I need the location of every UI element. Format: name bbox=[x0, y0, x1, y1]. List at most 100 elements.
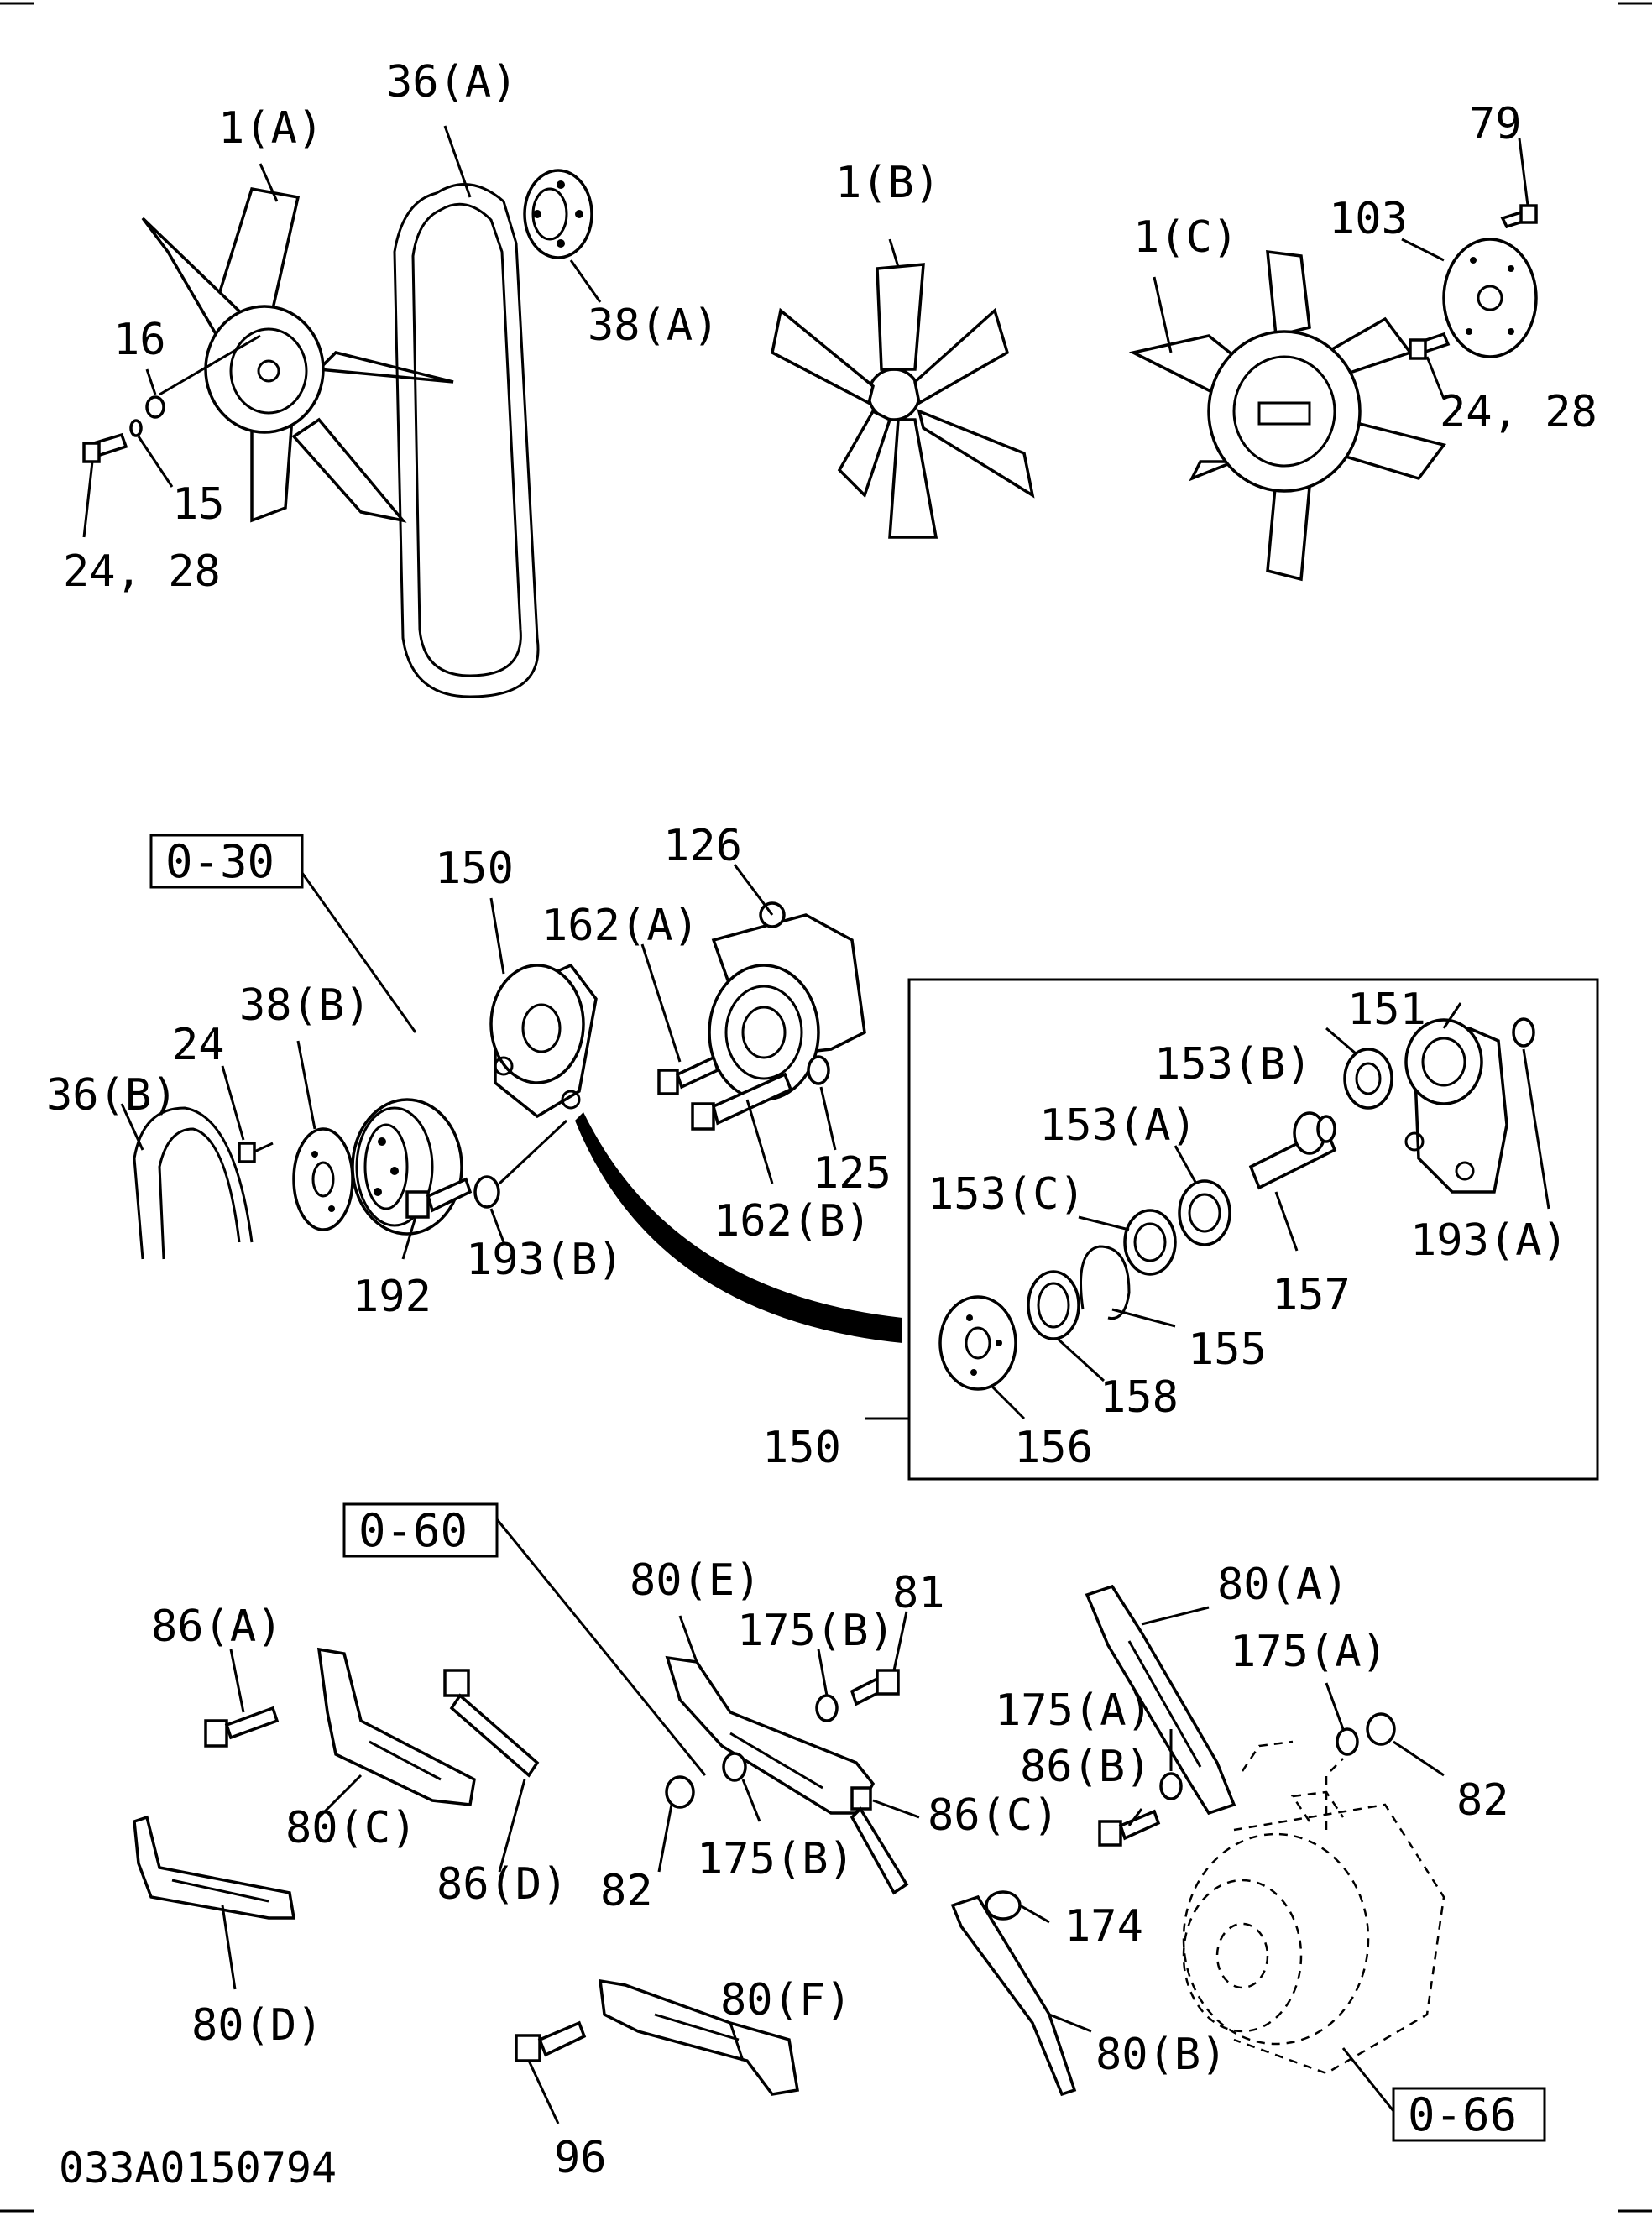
label-bolt-2428-left: 24, 28 bbox=[63, 546, 221, 597]
nut-82-left bbox=[657, 1752, 761, 1873]
label-idler-150: 150 bbox=[435, 844, 514, 894]
label-bolt-86c: 86(C) bbox=[928, 1790, 1059, 1841]
fasteners-80a bbox=[1098, 1682, 1445, 1847]
bracket-151 bbox=[1404, 1002, 1508, 1194]
bracket-80c bbox=[204, 1647, 476, 1819]
leader-193a bbox=[1522, 1048, 1550, 1210]
label-pump-126: 126 bbox=[663, 821, 742, 871]
bearing-153c bbox=[1078, 1209, 1177, 1276]
label-seal-158: 158 bbox=[1100, 1372, 1179, 1423]
label-bracket-80e: 80(E) bbox=[630, 1555, 761, 1606]
label-bracket-80a: 80(A) bbox=[1217, 1560, 1349, 1610]
label-bolt-96: 96 bbox=[554, 2133, 607, 2183]
fan-1c bbox=[1128, 249, 1446, 582]
pulley-156 bbox=[938, 1295, 1026, 1420]
fan-1a-fasteners bbox=[82, 368, 174, 538]
bracket-80d bbox=[133, 1815, 296, 1990]
label-pulley-38b: 38(B) bbox=[239, 980, 371, 1031]
stud-86d bbox=[443, 1669, 540, 1873]
label-washer-175b-top: 175(B) bbox=[737, 1606, 895, 1656]
label-nut-82-right: 82 bbox=[1456, 1775, 1509, 1826]
bracket-80a bbox=[1085, 1584, 1236, 1816]
label-fan-1b: 1(B) bbox=[835, 158, 940, 208]
fan-1b bbox=[771, 238, 1035, 539]
label-belt-36a: 36(A) bbox=[386, 57, 518, 107]
label-bolt-162b: 162(B) bbox=[714, 1196, 871, 1246]
ref-box-066[interactable] bbox=[1392, 2087, 1546, 2142]
label-bracket-80b: 80(B) bbox=[1095, 2030, 1227, 2080]
drawing-code: 033A0150794 bbox=[59, 2144, 337, 2192]
snapring-155 bbox=[1080, 1245, 1176, 1328]
bolt-81 bbox=[815, 1611, 908, 1722]
label-bolt-24: 24 bbox=[172, 1020, 225, 1070]
label-nut-82-left: 82 bbox=[600, 1866, 653, 1916]
detail-arc bbox=[575, 1112, 902, 1343]
label-bolt-79: 79 bbox=[1469, 99, 1522, 149]
label-bearing-153b: 153(B) bbox=[1154, 1039, 1312, 1090]
bracket-80b bbox=[950, 1890, 1092, 2097]
pulley-38b bbox=[292, 1040, 354, 1231]
label-shaft-157: 157 bbox=[1272, 1270, 1351, 1320]
leader-1a bbox=[259, 163, 279, 202]
label-bolt-162a: 162(A) bbox=[541, 901, 699, 951]
label-stud-86d: 86(D) bbox=[437, 1859, 568, 1910]
label-bracket-80d: 80(D) bbox=[191, 2000, 323, 2051]
label-belt-36b: 36(B) bbox=[46, 1070, 178, 1121]
leader-030 bbox=[301, 872, 417, 1033]
seal-158 bbox=[1027, 1270, 1106, 1382]
label-pulley-38a: 38(A) bbox=[588, 300, 719, 351]
belt-36b bbox=[120, 1103, 254, 1260]
ref-box-030[interactable] bbox=[149, 834, 304, 889]
alternator bbox=[1182, 1740, 1446, 2112]
label-inset-150: 150 bbox=[762, 1423, 841, 1473]
label-fan-1a: 1(A) bbox=[218, 103, 323, 154]
bolt-192 bbox=[401, 1119, 568, 1260]
label-washer-15: 15 bbox=[172, 479, 225, 530]
label-washer-175a-left: 175(A) bbox=[995, 1685, 1153, 1736]
callout-labels: 1(A) 36(A) 38(A) 1(B) 1(C) 79 103 24, 28… bbox=[46, 57, 1597, 2192]
label-bolt-2428-right: 24, 28 bbox=[1440, 387, 1597, 437]
bolt-86c bbox=[850, 1786, 920, 1895]
label-bolt-86a: 86(A) bbox=[151, 1602, 283, 1652]
ref-box-060[interactable] bbox=[342, 1502, 499, 1558]
label-bracket-151: 151 bbox=[1347, 985, 1426, 1035]
label-snapring-155: 155 bbox=[1188, 1325, 1267, 1375]
leader-060 bbox=[495, 1518, 707, 1776]
bracket-80f bbox=[515, 1978, 800, 2124]
label-washer-16: 16 bbox=[113, 315, 166, 365]
label-washer-175a-right: 175(A) bbox=[1230, 1627, 1388, 1677]
label-ring-193a: 193(A) bbox=[1410, 1215, 1568, 1266]
belt-36a bbox=[393, 183, 540, 698]
label-spacer-174: 174 bbox=[1064, 1901, 1143, 1952]
bearing-153a bbox=[1174, 1145, 1231, 1246]
label-bracket-80f: 80(F) bbox=[720, 1975, 852, 2025]
leader-36a bbox=[443, 125, 472, 198]
label-plate-103: 103 bbox=[1329, 194, 1408, 244]
label-washer-193b: 193(B) bbox=[466, 1235, 624, 1285]
label-washer-125: 125 bbox=[813, 1148, 891, 1199]
bearing-153b bbox=[1325, 1027, 1393, 1110]
label-bolt-192: 192 bbox=[353, 1272, 431, 1322]
label-fan-1c: 1(C) bbox=[1133, 212, 1238, 263]
label-ref-066: 0-66 bbox=[1408, 2088, 1517, 2141]
pulley-38a bbox=[523, 169, 602, 303]
bolts-162 bbox=[640, 943, 837, 1184]
label-bearing-153a: 153(A) bbox=[1039, 1100, 1197, 1151]
idler-150 bbox=[489, 897, 598, 1119]
label-washer-175b-bottom: 175(B) bbox=[697, 1834, 855, 1884]
inset-box-150 bbox=[907, 978, 1599, 1481]
label-bolt-86b: 86(B) bbox=[1020, 1742, 1152, 1792]
bolt-24 bbox=[221, 1065, 274, 1163]
pump-126 bbox=[708, 864, 866, 1101]
shaft-157 bbox=[1248, 1111, 1337, 1252]
ring-193a bbox=[1512, 1017, 1535, 1048]
label-bracket-80c: 80(C) bbox=[285, 1803, 417, 1853]
fan-1c-fasteners bbox=[1401, 138, 1538, 400]
label-bearing-153c: 153(C) bbox=[928, 1169, 1085, 1220]
label-ref-060: 0-60 bbox=[358, 1504, 468, 1557]
label-bolt-81: 81 bbox=[892, 1568, 945, 1618]
label-ref-030: 0-30 bbox=[165, 835, 274, 888]
label-pulley-156: 156 bbox=[1014, 1423, 1093, 1473]
